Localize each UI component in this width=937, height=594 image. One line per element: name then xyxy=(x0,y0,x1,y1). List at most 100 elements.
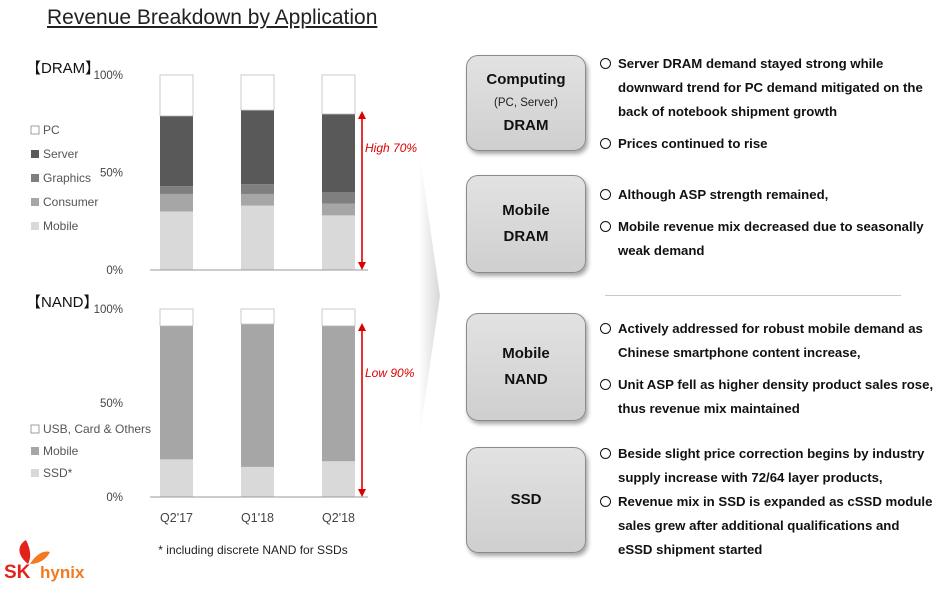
bar-segment xyxy=(241,110,274,185)
bullet-text: Although ASP strength remained, xyxy=(618,187,829,202)
arrow-down-icon xyxy=(358,262,366,270)
box-title: Computing xyxy=(486,71,566,88)
arrow-up-icon xyxy=(358,323,366,331)
bar-segment xyxy=(159,74,194,117)
bar-segment xyxy=(160,115,193,187)
y-tick-label: 0% xyxy=(106,265,123,277)
x-category-label: Q2'18 xyxy=(322,511,355,525)
y-tick-label: 50% xyxy=(100,398,123,410)
bullet-text: Revenue mix in SSD is expanded as cSSD m… xyxy=(618,494,933,557)
transition-arrow xyxy=(419,150,440,440)
legend-label: Mobile xyxy=(43,219,79,233)
legend-swatch xyxy=(31,150,39,158)
x-category-label: Q2'17 xyxy=(160,511,193,525)
mobile-nand-box: Mobile NAND xyxy=(466,313,586,421)
legend-swatch xyxy=(30,424,40,434)
ssd-box: SSD xyxy=(466,447,586,553)
circle-bullet-icon xyxy=(600,323,611,334)
bullet-item: Unit ASP fell as higher density product … xyxy=(600,373,935,421)
legend-label: USB, Card & Others xyxy=(43,422,151,436)
bar-segment xyxy=(240,74,275,111)
bar-segment xyxy=(159,308,194,327)
annotation-label: Low 90% xyxy=(365,366,415,380)
sk-hynix-logo: SK hynix xyxy=(4,538,114,588)
bar-segment xyxy=(322,203,355,216)
mobile-dram-box: Mobile DRAM xyxy=(466,175,586,273)
legend-swatch xyxy=(31,469,39,477)
circle-bullet-icon xyxy=(600,138,611,149)
y-tick-label: 0% xyxy=(106,492,123,504)
panel-label: 【DRAM】 xyxy=(26,60,100,77)
bar-segment xyxy=(321,308,356,327)
box-title: Mobile xyxy=(502,202,550,219)
bar-segment xyxy=(241,466,274,497)
box-subtitle: (PC, Server) xyxy=(494,97,558,109)
bullet-text: Unit ASP fell as higher density product … xyxy=(618,377,934,416)
bar-segment xyxy=(322,192,355,204)
bullet-text: Mobile revenue mix decreased due to seas… xyxy=(618,219,924,258)
legend-swatch xyxy=(31,222,39,230)
circle-bullet-icon xyxy=(600,496,611,507)
legend-label: Consumer xyxy=(43,195,98,209)
bar-segment xyxy=(160,211,193,270)
bullet-text: Prices continued to rise xyxy=(618,136,768,151)
footnote: * including discrete NAND for SSDs xyxy=(158,543,347,557)
bar-segment xyxy=(322,215,355,270)
bar-segment xyxy=(241,324,274,467)
circle-bullet-icon xyxy=(600,189,611,200)
box-title: Mobile xyxy=(502,345,550,362)
box-title2: DRAM xyxy=(503,117,549,134)
circle-bullet-icon xyxy=(600,58,611,69)
annotation-label: High 70% xyxy=(365,141,417,155)
arrow-up-icon xyxy=(358,111,366,119)
bullet-item: Actively addressed for robust mobile dem… xyxy=(600,317,935,365)
mobile-nand-bullets: Actively addressed for robust mobile dem… xyxy=(600,317,935,429)
page-title: Revenue Breakdown by Application xyxy=(47,6,378,29)
legend-label: SSD* xyxy=(43,466,73,480)
bullet-text: Server DRAM demand stayed strong while d… xyxy=(618,56,923,119)
circle-bullet-icon xyxy=(600,379,611,390)
bullet-item: Prices continued to rise xyxy=(600,132,935,156)
box-title2: NAND xyxy=(504,371,548,388)
computing-dram-bullets: Server DRAM demand stayed strong while d… xyxy=(600,52,935,164)
legend-label: Server xyxy=(43,147,78,161)
legend-label: PC xyxy=(43,123,60,137)
bar-segment xyxy=(322,325,355,462)
legend-swatch xyxy=(30,125,40,135)
circle-bullet-icon xyxy=(600,221,611,232)
bar-segment xyxy=(160,186,193,194)
butterfly-logo-icon xyxy=(19,540,50,564)
legend-label: Graphics xyxy=(43,171,91,185)
legend-label: Mobile xyxy=(43,444,79,458)
y-tick-label: 100% xyxy=(94,304,123,316)
bar-segment xyxy=(241,205,274,270)
bar-segment xyxy=(160,325,193,460)
legend-swatch xyxy=(31,174,39,182)
ssd-bullets: Beside slight price correction begins by… xyxy=(600,442,935,570)
box-title2: DRAM xyxy=(503,228,549,245)
bullet-item: Revenue mix in SSD is expanded as cSSD m… xyxy=(600,490,935,562)
x-category-label: Q1'18 xyxy=(241,511,274,525)
bullet-text: Actively addressed for robust mobile dem… xyxy=(618,321,923,360)
bullet-text: Beside slight price correction begins by… xyxy=(618,446,925,485)
bar-segment xyxy=(322,114,355,192)
logo-hynix-text: hynix xyxy=(40,563,85,582)
bullet-item: Beside slight price correction begins by… xyxy=(600,442,935,490)
bar-segment xyxy=(160,459,193,497)
y-tick-label: 50% xyxy=(100,168,123,180)
bar-segment xyxy=(241,184,274,194)
bullet-item: Server DRAM demand stayed strong while d… xyxy=(600,52,935,124)
box-title: SSD xyxy=(510,491,542,508)
logo-sk-text: SK xyxy=(4,562,31,583)
bullet-item: Mobile revenue mix decreased due to seas… xyxy=(600,215,935,263)
circle-bullet-icon xyxy=(600,448,611,459)
bar-segment xyxy=(240,308,275,325)
bar-segment xyxy=(241,193,274,206)
bar-segment xyxy=(160,193,193,212)
arrow-down-icon xyxy=(358,489,366,497)
y-tick-label: 100% xyxy=(94,70,123,82)
bar-segment xyxy=(321,74,356,115)
section-divider xyxy=(605,295,901,296)
bar-segment xyxy=(322,461,355,497)
